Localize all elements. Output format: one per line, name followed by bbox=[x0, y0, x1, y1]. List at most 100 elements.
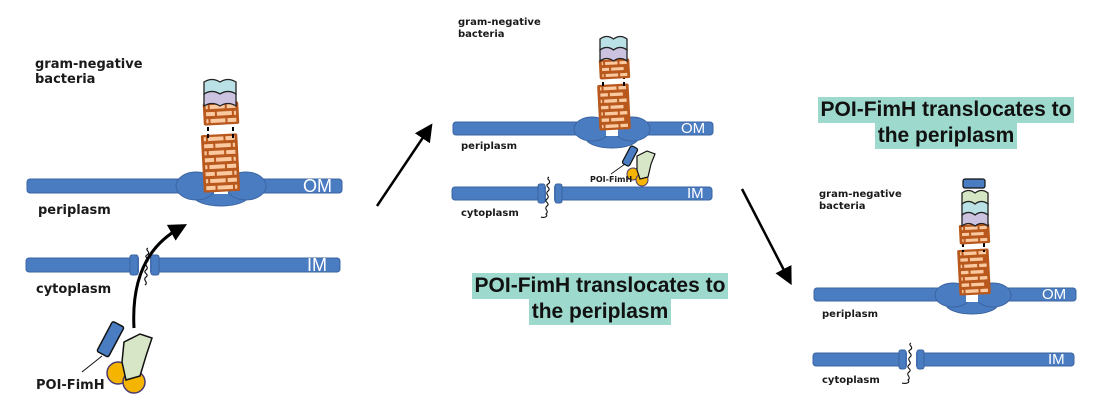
cytoplasm-label: cytoplasm bbox=[461, 208, 519, 219]
poi-fimh-label: POI-FimH bbox=[36, 378, 105, 393]
poi-fimh-label: POI-FimH bbox=[590, 175, 633, 184]
pilin-brick bbox=[209, 164, 226, 170]
pilin-brick bbox=[226, 163, 237, 169]
pilin-brick bbox=[618, 85, 627, 90]
pilin-tip-domains bbox=[203, 78, 237, 108]
pilin-brick bbox=[960, 270, 969, 275]
sec-translocon-left bbox=[537, 183, 546, 204]
pilin-brick bbox=[205, 171, 215, 177]
caption-line: the periplasm bbox=[874, 123, 1018, 149]
pilin-brick bbox=[604, 111, 618, 116]
pilin-brick bbox=[234, 170, 237, 175]
pilin-brick bbox=[210, 118, 226, 124]
pilin-brick bbox=[600, 105, 609, 110]
pilin-brick bbox=[602, 74, 604, 78]
caption-right: POI-FimH translocates to the periplasm bbox=[790, 97, 1102, 149]
pilin-brick bbox=[970, 269, 984, 274]
caption-middle: POI-FimH translocates to the periplasm bbox=[440, 273, 760, 325]
pilin-brick bbox=[599, 87, 602, 91]
brick-column bbox=[200, 133, 241, 193]
pilin-brick bbox=[604, 98, 618, 103]
panel-3 bbox=[812, 178, 1077, 384]
inner-membrane bbox=[812, 352, 1075, 367]
sec-translocon-left bbox=[898, 349, 907, 370]
pilin-brick bbox=[980, 237, 988, 242]
usher-pore bbox=[934, 282, 1012, 315]
pilin-brick bbox=[601, 62, 604, 66]
caption-line: the periplasm bbox=[528, 299, 672, 325]
caption-line: POI-FimH translocates to bbox=[471, 273, 729, 299]
organism-label-line: bacteria bbox=[819, 200, 866, 212]
pilin-brick bbox=[233, 110, 237, 115]
pilin-brick bbox=[962, 239, 964, 243]
pilin-brick bbox=[227, 117, 237, 123]
sec-translocon-right bbox=[150, 254, 160, 276]
pilin-brick bbox=[959, 252, 962, 256]
pilus-rod-lower bbox=[597, 83, 631, 131]
inner-membrane bbox=[25, 257, 341, 273]
om-label: OM bbox=[1042, 286, 1067, 303]
pilin-brick bbox=[979, 225, 987, 230]
pilin-brick bbox=[619, 60, 627, 65]
organism-label: gram-negative bacteria bbox=[458, 17, 541, 40]
pilin-brick bbox=[603, 86, 617, 91]
pilin-brick bbox=[960, 258, 968, 262]
pilin-brick bbox=[605, 73, 619, 77]
pilin-brick bbox=[979, 276, 988, 280]
sec-translocon-left bbox=[129, 254, 139, 276]
pilin-brick bbox=[961, 227, 964, 231]
pilin-brick bbox=[204, 151, 207, 156]
pilus-rod-lower bbox=[957, 248, 991, 296]
pilin-domain bbox=[599, 46, 628, 63]
periplasm-label: periplasm bbox=[38, 203, 111, 218]
pilin-brick bbox=[619, 111, 628, 115]
signal-peptide bbox=[540, 176, 551, 218]
pilin-brick bbox=[611, 117, 625, 122]
pilin-domain bbox=[961, 211, 989, 228]
pilus-rod-lower bbox=[200, 133, 241, 193]
step-arrow-2-to-3 bbox=[740, 188, 792, 286]
step-arrow-1-to-2 bbox=[375, 123, 433, 207]
pilin-brick bbox=[601, 118, 610, 122]
pilin-brick bbox=[233, 156, 236, 161]
pilin-brick bbox=[620, 123, 629, 128]
pilin-brick bbox=[226, 149, 236, 155]
pilin-brick bbox=[979, 263, 987, 268]
pilin-brick bbox=[203, 137, 207, 142]
pilin-brick bbox=[232, 142, 236, 147]
pilin-brick bbox=[601, 124, 604, 129]
pilin-brick bbox=[965, 238, 979, 242]
pilin-brick bbox=[961, 283, 970, 287]
organism-label: gram-negative bacteria bbox=[35, 57, 143, 88]
pilin-tip-domains bbox=[961, 189, 989, 228]
organism-label-line: gram-negative bbox=[35, 57, 143, 72]
pilin-brick bbox=[601, 112, 603, 116]
pilin-brick bbox=[600, 99, 603, 104]
pilin-brick bbox=[204, 157, 215, 163]
pilin-brick bbox=[216, 170, 233, 176]
pilus-rod-upper bbox=[958, 223, 991, 245]
pilin-brick bbox=[620, 72, 628, 77]
pilin-brick bbox=[963, 251, 977, 256]
pilin-brick bbox=[965, 289, 979, 294]
im-label: IM bbox=[687, 185, 704, 202]
panel-1 bbox=[25, 78, 343, 394]
pilin-brick bbox=[205, 111, 216, 117]
pilin-brick bbox=[204, 143, 214, 149]
organism-label-line: gram-negative bbox=[458, 17, 541, 28]
pilin-brick bbox=[217, 184, 234, 190]
pilin-brick bbox=[227, 177, 237, 183]
om-label: OM bbox=[681, 120, 706, 137]
poi-fimh-complex bbox=[81, 321, 153, 394]
pilin-brick bbox=[604, 61, 618, 65]
pilin-brick bbox=[961, 232, 970, 237]
pilin-brick bbox=[961, 289, 964, 294]
panel-2 bbox=[451, 35, 714, 218]
pilin-brick bbox=[969, 257, 983, 262]
pilin-brick bbox=[207, 136, 224, 142]
pilin-brick bbox=[205, 179, 209, 184]
pilin-brick bbox=[600, 93, 608, 97]
pilin-brick bbox=[964, 263, 978, 268]
